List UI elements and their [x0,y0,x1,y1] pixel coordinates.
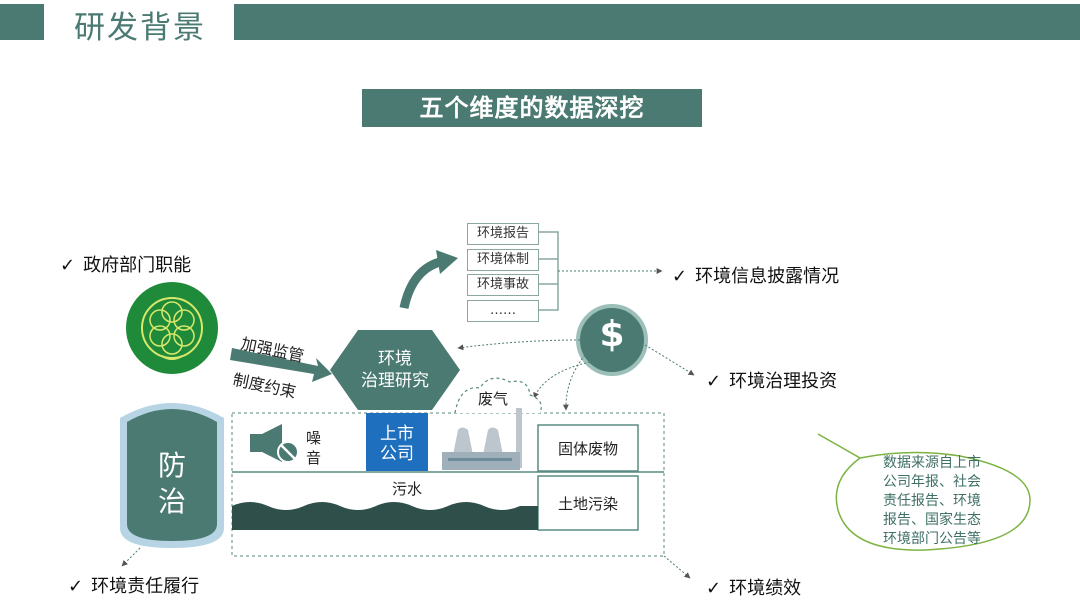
dollar-icon: $ [599,314,625,355]
disclosure-curve-arrow [399,250,458,310]
listed-company-label: 上市 公司 [380,424,414,464]
check-icon: ✓ [706,578,722,599]
check-icon: ✓ [60,255,76,276]
waste-water-label: 污水 [392,480,423,498]
dimension-performance: ✓环境绩效 [706,578,802,599]
noise-label: 噪 音 [306,429,322,467]
research-hexagon [330,330,460,410]
header-accent-right [234,4,1080,40]
check-icon: ✓ [672,266,688,287]
impact-zone-border [231,412,665,557]
waste-gas-cloud [454,377,542,414]
report-item-environment-accident: 环境事故 [467,274,539,296]
prevention-label: 防 治 [157,449,186,518]
water-band [232,502,538,530]
report-item-environment-system: 环境体制 [467,249,539,271]
dimension-responsibility: ✓环境责任履行 [68,576,200,597]
dimension-government: ✓政府部门职能 [60,255,192,276]
listed-company-block [366,413,428,471]
noise-speaker-icon [250,424,299,463]
page-title: 研发背景 [74,10,206,46]
soil-pollution-box [537,475,639,531]
soil-pollution-label: 土地污染 [557,495,618,513]
source-note-bubble [817,433,1031,551]
report-item-environment-report: 环境报告 [467,223,539,245]
section-banner: 五个维度的数据深挖 [362,89,702,127]
dimension-investment: ✓环境治理投资 [706,371,838,392]
dimension-disclosure: ✓环境信息披露情况 [672,266,840,287]
source-note-text: 数据来源自上市 公司年报、社会 责任报告、环境 报告、国家生态 环境部门公告等 [883,455,981,547]
factory-icon [442,408,522,470]
solid-waste-box [537,424,639,472]
prevention-shield [120,403,224,548]
research-center-label: 环境 治理研究 [361,349,429,391]
solid-waste-label: 固体废物 [557,440,618,458]
investment-circle [576,304,648,376]
regulation-arrow [230,348,332,382]
report-item-more: …… [467,300,539,322]
check-icon: ✓ [706,371,722,392]
waste-gas-label: 废气 [478,390,509,408]
header-accent-left [0,4,44,40]
eco-label-logo [126,282,218,374]
check-icon: ✓ [68,576,84,597]
